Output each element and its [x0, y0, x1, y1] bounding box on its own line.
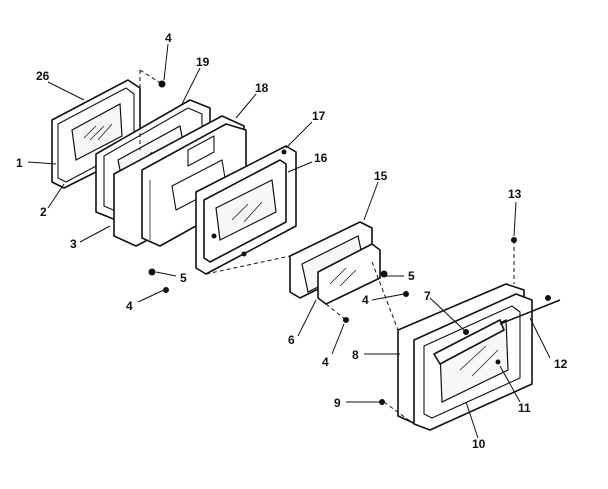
callout-7: 7 [424, 289, 431, 303]
callout-5-right: 5 [408, 269, 415, 283]
callout-3: 3 [70, 237, 77, 251]
callout-12: 12 [554, 357, 568, 371]
callout-11: 11 [518, 401, 531, 415]
glass-pack [289, 221, 381, 305]
callout-15: 15 [374, 169, 388, 183]
callout-26: 26 [36, 69, 50, 83]
leader-lines [27, 43, 551, 439]
callout-19: 19 [196, 55, 210, 69]
callout-4-left: 4 [126, 299, 133, 313]
callout-4-bottom: 4 [322, 355, 329, 369]
callout-4-mid: 4 [362, 293, 369, 307]
callout-18: 18 [255, 81, 269, 95]
callout-1: 1 [16, 156, 23, 170]
callout-8: 8 [352, 348, 359, 362]
fasteners [148, 80, 551, 405]
callout-17: 17 [312, 109, 326, 123]
callout-4-top: 4 [165, 31, 172, 45]
callout-labels: 26 19 4 18 17 16 1 2 3 5 4 15 13 5 4 7 6… [16, 31, 568, 451]
callout-16: 16 [314, 151, 328, 165]
outer-door-panel [397, 283, 561, 431]
assembly-lines [139, 69, 515, 425]
window-pack [195, 145, 297, 275]
callout-5-left: 5 [180, 271, 187, 285]
callout-10: 10 [472, 437, 486, 451]
callout-2: 2 [40, 205, 47, 219]
callout-9: 9 [334, 396, 341, 410]
door-insulation-box [113, 115, 247, 247]
callout-6: 6 [288, 333, 295, 347]
callout-13: 13 [508, 187, 522, 201]
